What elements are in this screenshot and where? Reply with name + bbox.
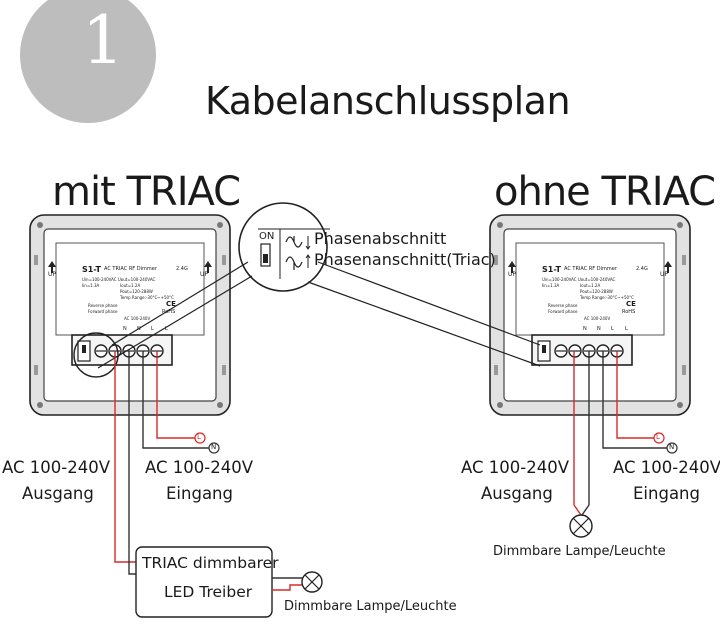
page-title: Kabelanschlussplan bbox=[205, 79, 571, 123]
right-lamp-label: Dimmbare Lampe/Leuchte bbox=[493, 544, 666, 559]
right-device-freq: 2.4G bbox=[636, 266, 648, 272]
left-output-label: Ausgang bbox=[22, 484, 94, 503]
left-ce-mark: CE bbox=[166, 300, 176, 308]
left-forward-phase: Forward phase bbox=[88, 309, 118, 314]
left-term-l1: L bbox=[151, 326, 154, 332]
left-device-name: AC TRIAC RF Dimmer bbox=[104, 266, 157, 272]
wave-cuton-icon bbox=[285, 256, 303, 270]
right-dimmer-device bbox=[489, 214, 691, 416]
right-up-label-right: UP bbox=[660, 271, 669, 278]
left-up-label-right: UP bbox=[200, 271, 209, 278]
led-driver-box bbox=[135, 546, 273, 618]
right-up-label: UP bbox=[508, 271, 517, 278]
legend-phase-cuton: Phasenanschnitt(Triac) bbox=[314, 250, 496, 269]
right-spec-in: Uin=100-240VAC Uout=100-240VAC bbox=[542, 277, 616, 282]
left-device-model: S1-T bbox=[82, 265, 101, 274]
left-spec-in: Uin=100-240VAC Uout=100-240VAC bbox=[82, 277, 156, 282]
right-output-label: Ausgang bbox=[481, 484, 553, 503]
right-input-label: Eingang bbox=[633, 484, 700, 503]
right-term-n1: N bbox=[583, 326, 587, 332]
wave-cutoff-icon bbox=[285, 236, 303, 248]
left-term-n2: N bbox=[137, 326, 141, 332]
switch-callout bbox=[238, 202, 328, 292]
right-input-voltage: AC 100-240V bbox=[613, 458, 720, 477]
left-heading: mit TRIAC bbox=[52, 169, 241, 215]
right-spec-temp: Temp Range:-30°C~+50°C bbox=[580, 295, 634, 300]
left-spec-pout: Pout=120-288W bbox=[120, 289, 153, 294]
legend-phase-cutoff: Phasenabschnitt bbox=[314, 229, 447, 248]
driver-line2: LED Treiber bbox=[164, 583, 253, 601]
switch-on-label: ON bbox=[259, 231, 275, 242]
right-term-l2: L bbox=[625, 326, 628, 332]
left-reverse-phase: Reverse phase bbox=[88, 303, 118, 308]
right-N-letter: N bbox=[669, 443, 675, 451]
right-reverse-phase: Reverse phase bbox=[548, 303, 578, 308]
right-spec-pout: Pout=120-288W bbox=[580, 289, 613, 294]
step-badge bbox=[20, 0, 156, 123]
left-term-l2: L bbox=[165, 326, 168, 332]
left-L-letter: L bbox=[197, 433, 201, 441]
right-terminal-range: AC 100-240V bbox=[584, 316, 611, 321]
left-output-voltage: AC 100-240V bbox=[2, 458, 110, 477]
left-up-label: UP bbox=[48, 271, 57, 278]
right-L-letter: L bbox=[656, 433, 660, 441]
right-spec-iin: Iin=1.3A bbox=[542, 283, 560, 288]
right-heading: ohne TRIAC bbox=[494, 169, 716, 215]
right-spec-iout: Iout=1.2A bbox=[580, 283, 601, 288]
right-terminal-L bbox=[653, 432, 665, 444]
left-lamp-label: Dimmbare Lampe/Leuchte bbox=[284, 599, 457, 614]
left-term-n1: N bbox=[123, 326, 127, 332]
left-terminal-N bbox=[208, 442, 220, 454]
right-terminal-N bbox=[666, 442, 678, 454]
right-ce-mark: CE bbox=[626, 300, 636, 308]
left-N-letter: N bbox=[211, 443, 217, 451]
left-input-label: Eingang bbox=[166, 484, 233, 503]
left-rohs: RoHS bbox=[162, 309, 176, 315]
right-rohs: RoHS bbox=[622, 309, 636, 315]
left-spec-iout: Iout=1.2A bbox=[120, 283, 141, 288]
right-term-n2: N bbox=[597, 326, 601, 332]
left-input-voltage: AC 100-240V bbox=[145, 458, 253, 477]
left-terminal-L bbox=[194, 432, 206, 444]
right-device-model: S1-T bbox=[542, 265, 561, 274]
left-dimmer-device bbox=[29, 214, 231, 416]
left-device-freq: 2.4G bbox=[176, 266, 188, 272]
left-terminal-range: AC 100-240V bbox=[124, 316, 151, 321]
left-spec-iin: Iin=1.3A bbox=[82, 283, 100, 288]
right-output-voltage: AC 100-240V bbox=[461, 458, 569, 477]
right-device-name: AC TRIAC RF Dimmer bbox=[564, 266, 617, 272]
right-forward-phase: Forward phase bbox=[548, 309, 578, 314]
right-term-l1: L bbox=[611, 326, 614, 332]
step-number: 1 bbox=[82, 2, 124, 79]
left-spec-temp: Temp Range:-30°C~+50°C bbox=[120, 295, 174, 300]
driver-line1: TRIAC dimmbarer bbox=[142, 554, 279, 572]
